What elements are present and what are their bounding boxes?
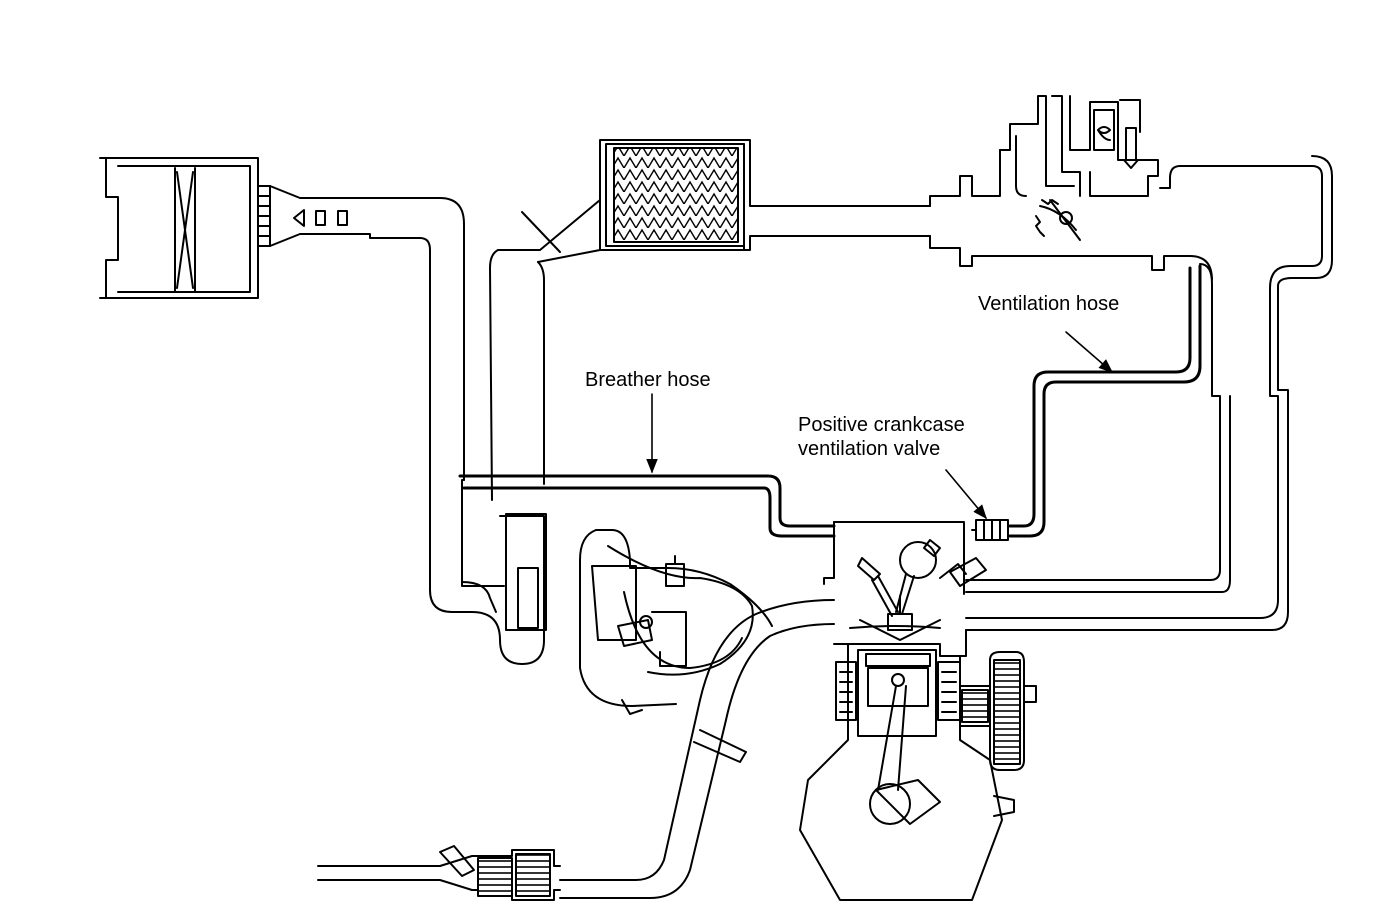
breather-hose (458, 474, 836, 538)
lower-catalytic-converter (317, 845, 561, 901)
exhaust-pipe (559, 599, 835, 899)
ventilation-hose-label: Ventilation hose (978, 292, 1120, 316)
air-cleaner (99, 157, 271, 299)
turbo-intake (579, 529, 773, 715)
label-leaders (646, 331, 1114, 520)
pcv-valve (971, 519, 1009, 541)
oil-filter (959, 651, 1037, 771)
throttle-body (929, 95, 1213, 281)
air-duct (269, 185, 473, 613)
pcv-valve-label: Positive crankcase ventilation valve (798, 413, 965, 461)
breather-junction (461, 479, 547, 665)
pcv-valve-arrow (945, 469, 987, 520)
cylinder-head-valves (857, 539, 987, 631)
pcv-valve-label-line2: ventilation valve (798, 438, 941, 460)
breather-hose-label: Breather hose (585, 368, 711, 392)
right-side-piping (965, 155, 1333, 631)
upper-catalytic-converter (489, 139, 931, 501)
ventilation-hose-arrow (1065, 331, 1114, 373)
ventilation-hose (1008, 264, 1202, 538)
pcv-valve-label-line1: Positive crankcase (798, 414, 965, 436)
